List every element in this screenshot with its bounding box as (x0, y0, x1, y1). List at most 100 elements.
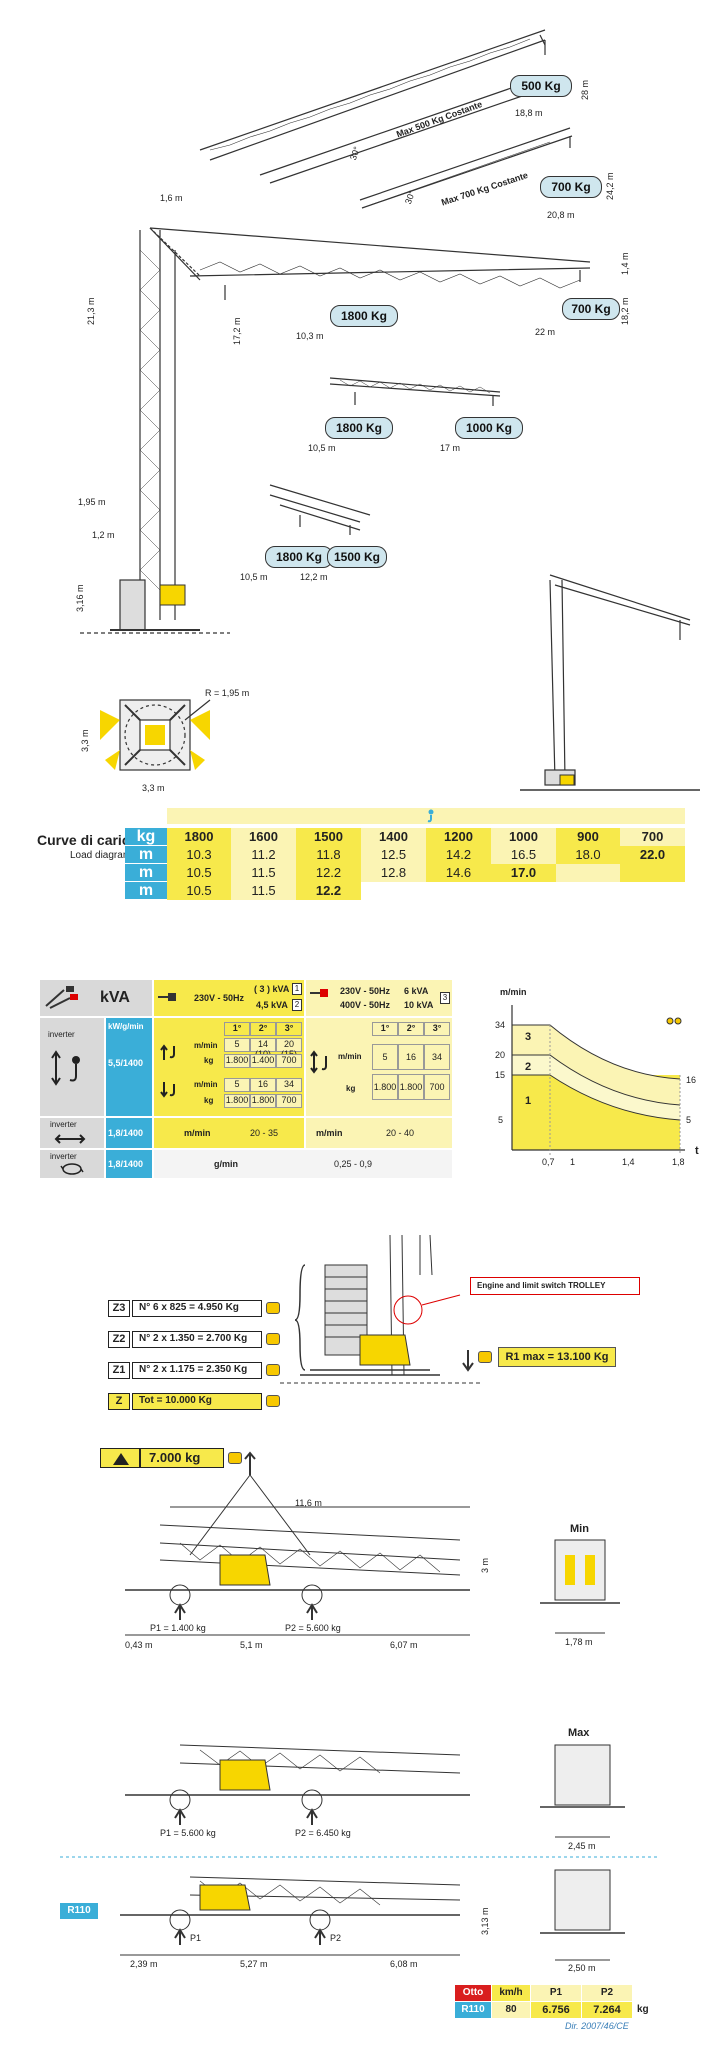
m-cell: 12.8 (361, 864, 426, 882)
trolley-kw: 1,8/1400 (106, 1118, 152, 1148)
row-kg: 1800 1600 1500 1400 1200 1000 900 700 (167, 828, 685, 846)
down-mmin-2: 16 (250, 1078, 276, 1092)
opt2-v1: 230V - 50Hz (340, 986, 391, 996)
slew-kw: 1,8/1400 (106, 1150, 152, 1178)
weight-icon (100, 1448, 140, 1468)
up-mmin-3: 20 (15) (276, 1038, 302, 1059)
m-cell: 12.5 (361, 846, 426, 864)
plug-icon (40, 980, 88, 1016)
inverter-label: inverter (50, 1120, 77, 1129)
ytick-20: 20 (495, 1050, 506, 1060)
z2-label: Z2 (108, 1331, 130, 1348)
opt1-kva1: ( 3 ) kVA (254, 984, 290, 994)
directive-note: Dir. 2007/46/CE (565, 2021, 629, 2031)
dim-24-2m: 24,2 m (605, 172, 615, 200)
load-table-title: Curve di carico (37, 832, 139, 848)
down-kg-label: kg (204, 1096, 214, 1105)
chart-ylabel: m/min (500, 987, 527, 997)
dim-3-13m: 3,13 m (480, 1907, 490, 1935)
dim-3-3m-v: 3,3 m (80, 729, 90, 752)
load-table-header-strip (167, 808, 685, 824)
dim-2-45m: 2,45 m (568, 1841, 596, 1851)
kg-unit: kg (637, 2004, 649, 2015)
kva-header: kVA (88, 980, 152, 1016)
pointer-hand-icon (266, 1333, 280, 1345)
counterweight-drawing (280, 1235, 480, 1384)
down-mmin-1: 5 (224, 1078, 250, 1092)
trolley-v2: 20 - 40 (386, 1128, 415, 1138)
chart-xlabel: t (695, 1145, 699, 1157)
opt2-num: 3 (440, 992, 450, 1004)
load-1000kg: 1000 Kg (455, 417, 523, 439)
gear-2: 2° (250, 1022, 276, 1036)
up-kg-3: 700 (276, 1054, 302, 1068)
dim-p1: P1 (190, 1933, 202, 1943)
load-1800kg-mid: 1800 Kg (325, 417, 393, 439)
supply-option-1: 230V - 50Hz ( 3 ) kVA 4,5 kVA 1 2 (154, 980, 304, 1016)
speed-chart: m/min t 34 20 15 5 0,7 1 1,4 1,8 16 5 3 … (490, 975, 710, 1175)
zone-1: 1 (525, 1095, 532, 1107)
inverter-label: inverter (48, 1030, 75, 1039)
trolley-arrow-icon (54, 1132, 86, 1146)
transport-drawing (60, 1451, 660, 1961)
dim-p2: P2 (330, 1933, 342, 1943)
dim-0-43m: 0,43 m (125, 1640, 153, 1650)
p1-header: P1 (531, 1985, 581, 2001)
up-mmin-1: 5 (224, 1038, 250, 1052)
slew-unit: g/min (214, 1159, 238, 1169)
slew-label: inverter (40, 1150, 104, 1178)
m-cell: 11.8 (296, 846, 361, 864)
min-label: Min (570, 1523, 589, 1535)
zone-2: 2 (525, 1061, 532, 1073)
m-cell: 11.5 (231, 864, 296, 882)
down-mmin-3: 34 (276, 1078, 302, 1092)
trolley-v1: 20 - 35 (250, 1128, 279, 1138)
r-mmin-2: 16 (398, 1044, 424, 1070)
kg-cell: 1000 (491, 828, 556, 846)
z-total-label: Z (108, 1393, 130, 1410)
ytick-34: 34 (495, 1020, 506, 1030)
row-m2: 10.5 11.5 12.2 12.8 14.6 17.0 (167, 864, 685, 882)
opt1-num1: 1 (292, 983, 302, 995)
opt2-v2: 400V - 50Hz (340, 1000, 391, 1010)
kg-cell: 700 (620, 828, 685, 846)
dim-21-3m: 21,3 m (86, 297, 96, 325)
trolley-opt1: m/min 20 - 35 (154, 1118, 304, 1148)
pointer-hand-icon (266, 1395, 280, 1407)
gear-1: 1° (224, 1022, 250, 1036)
plug-small-icon (158, 992, 178, 1002)
trolley-switch-note: Engine and limit switch TROLLEY (470, 1277, 640, 1295)
z2-value: N° 2 x 1.350 = 2.700 Kg (132, 1331, 262, 1348)
z3-value: N° 6 x 825 = 4.950 Kg (132, 1300, 262, 1317)
crane-diagram: 500 Kg 700 Kg 1800 Kg 700 Kg 1800 Kg 100… (0, 0, 721, 800)
load-table-subtitle: Load diagrams (70, 850, 137, 861)
gear-3b: 3° (424, 1022, 450, 1036)
trolley-mmin-2: m/min (316, 1128, 343, 1138)
dim-20-8m: 20,8 m (547, 210, 575, 220)
slew-values: g/min 0,25 - 0,9 (154, 1150, 452, 1178)
kg-cell: 1600 (231, 828, 296, 846)
z-total-value: Tot = 10.000 Kg (132, 1393, 262, 1410)
dim-22m: 22 m (535, 327, 556, 337)
dim-1-78m: 1,78 m (565, 1637, 593, 1647)
down-kg-3: 700 (276, 1094, 302, 1108)
load-500kg: 500 Kg (510, 75, 572, 97)
hoist-kw: kW/g/min 5,5/1400 (106, 1018, 152, 1116)
counterweight-section: Engine and limit switch TROLLEY Z3 N° 6 … (0, 1235, 721, 1420)
m-cell (620, 864, 685, 882)
m-cell: 14.6 (426, 864, 491, 882)
pointer-hand-icon (266, 1302, 280, 1314)
inverter-label: inverter (50, 1152, 77, 1161)
kg-cell: 900 (556, 828, 620, 846)
plug-small-icon (310, 988, 330, 998)
dim-p1a: P1 = 1.400 kg (150, 1623, 206, 1633)
lift-down-icon (160, 1080, 180, 1100)
up-mmin-2: 14 (10) (250, 1038, 276, 1059)
m-cell: 10.3 (167, 846, 231, 864)
p2-value: 7.264 (582, 2002, 632, 2018)
pointer-hand-icon (228, 1452, 242, 1464)
z1-value: N° 2 x 1.175 = 2.350 Kg (132, 1362, 262, 1379)
m-cell (361, 882, 685, 900)
xtick-07: 0,7 (542, 1157, 555, 1167)
unit-m-3: m (125, 882, 167, 899)
